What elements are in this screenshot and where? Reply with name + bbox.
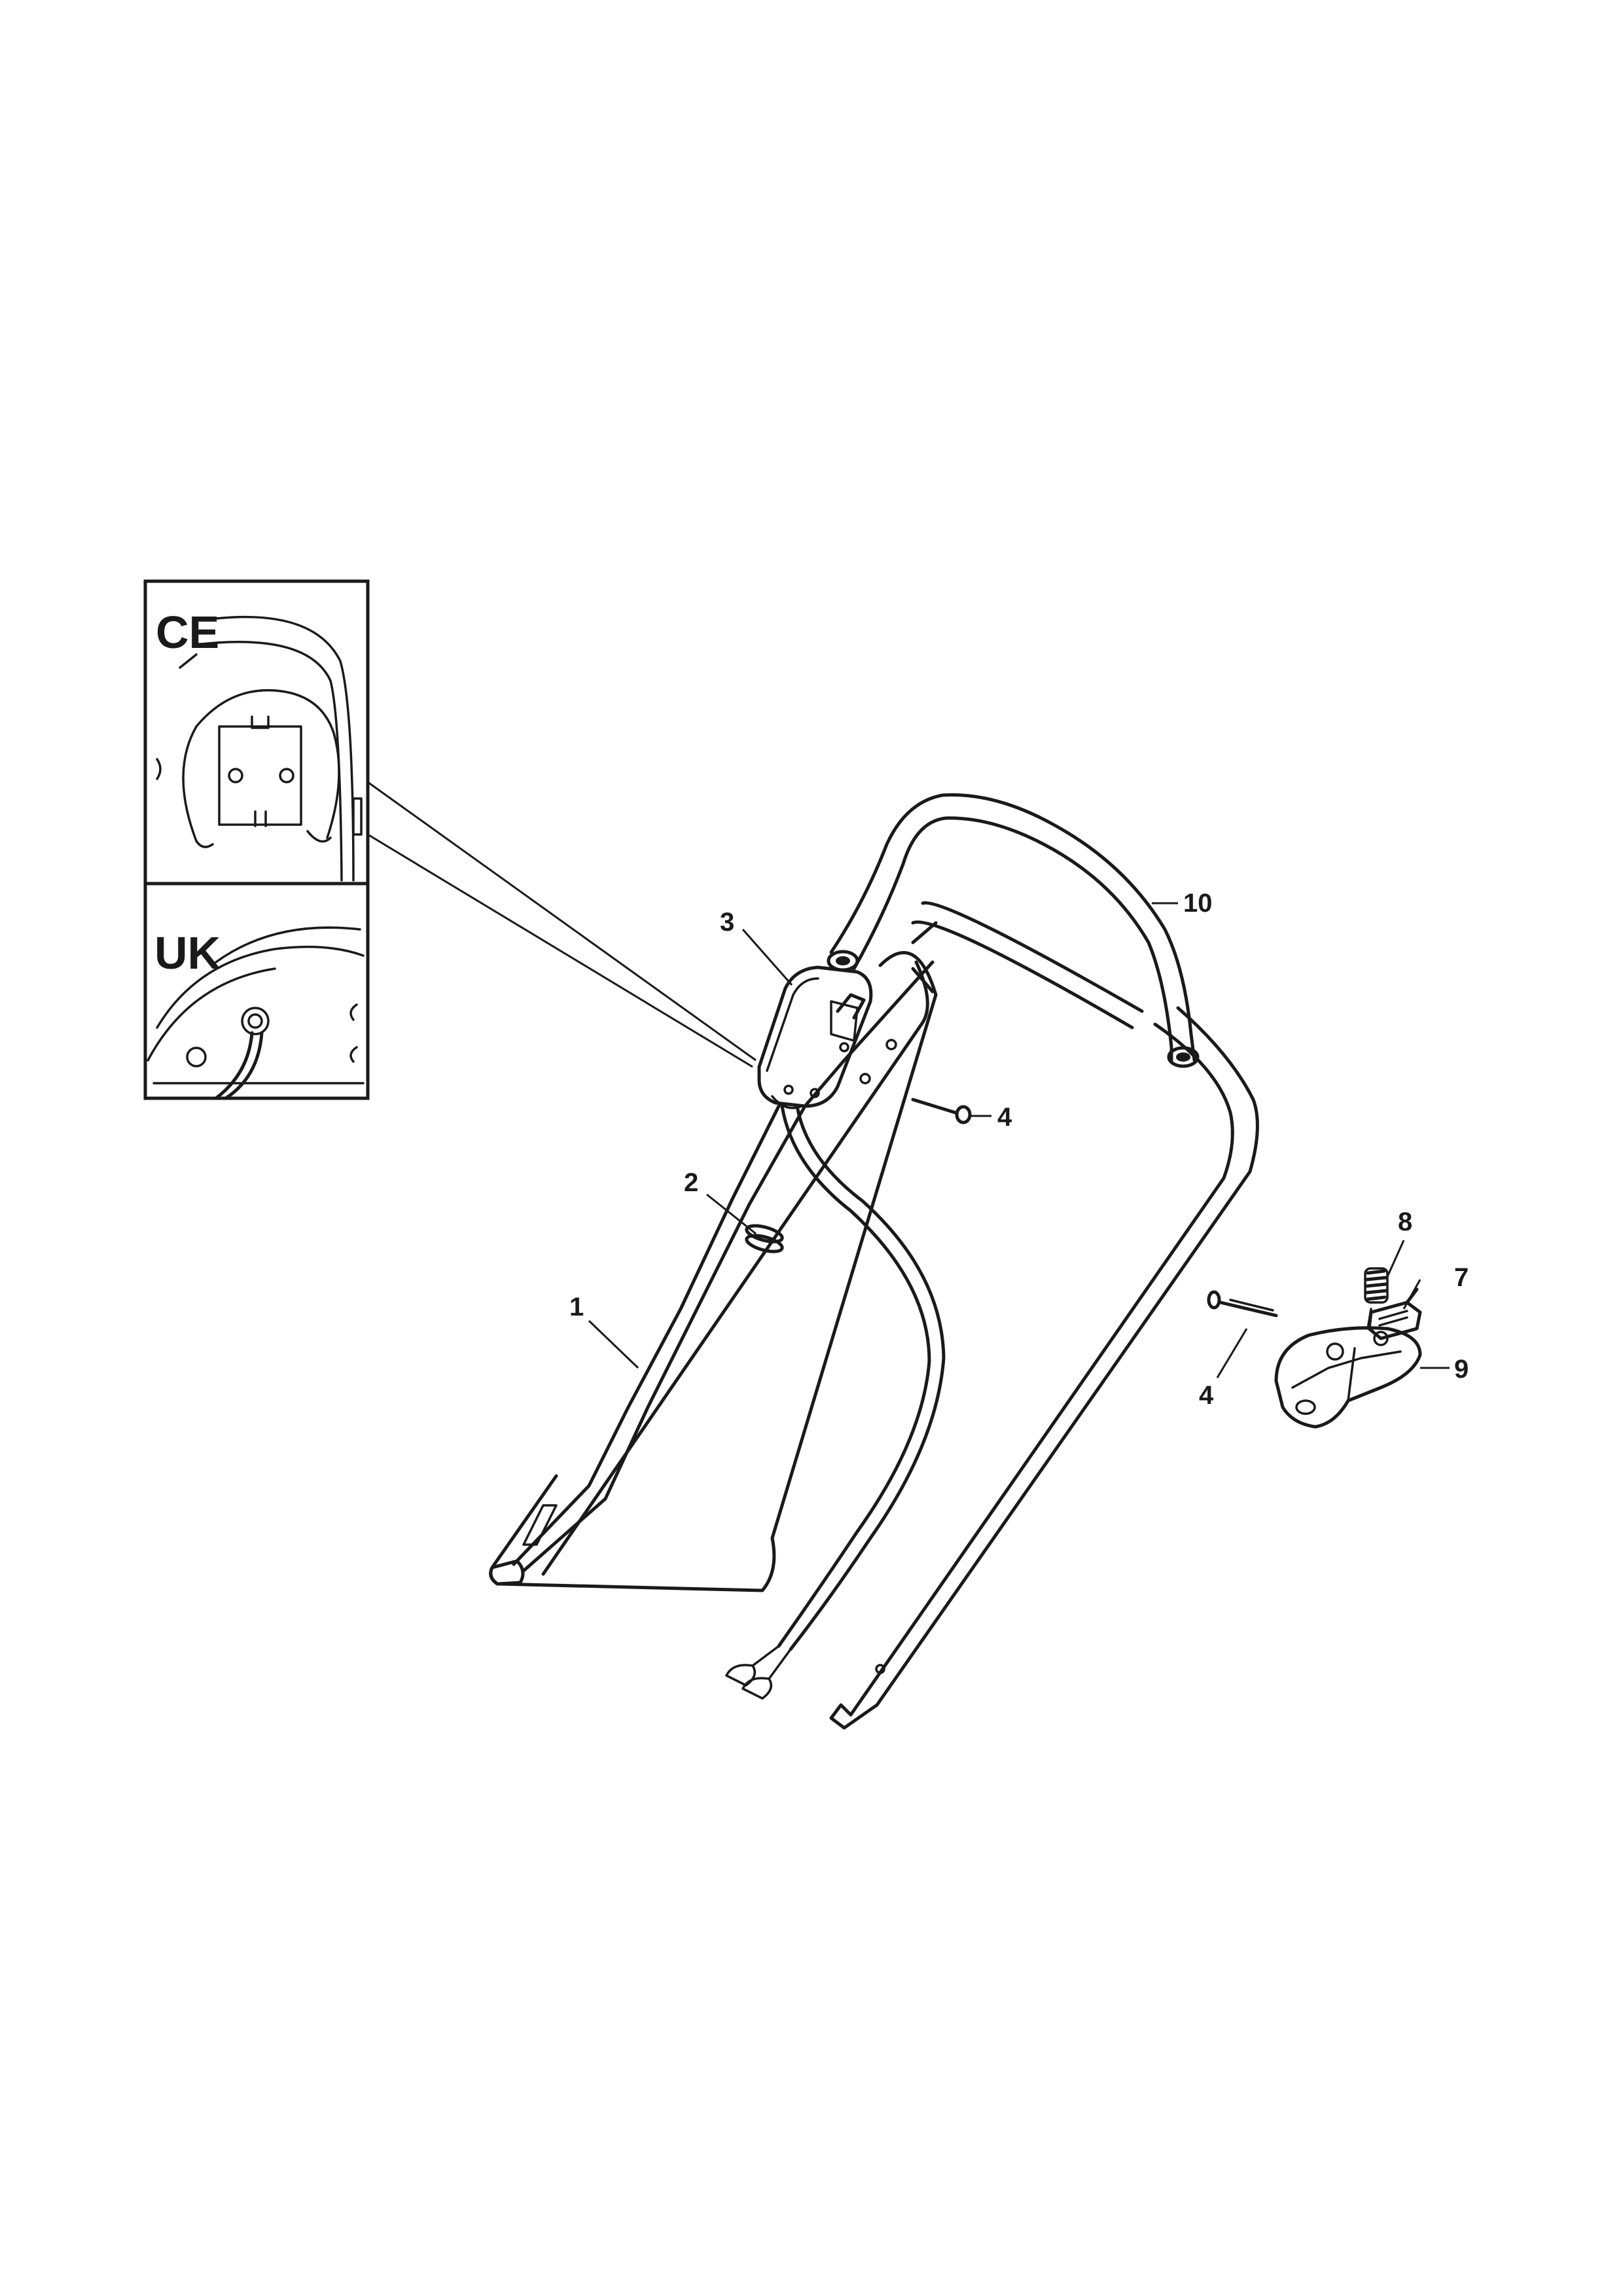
- callout-3: 3: [720, 908, 734, 937]
- ce-label: CE: [156, 607, 219, 658]
- right-handle-tube: [829, 901, 1259, 1730]
- ce-socket-detail: [156, 615, 363, 882]
- callout-10: 10: [1183, 889, 1213, 918]
- callout-4-upper: 4: [997, 1103, 1012, 1132]
- inset-frame: [143, 579, 370, 1100]
- screw-upper: [911, 1098, 972, 1124]
- uk-plug-detail: [147, 926, 365, 1100]
- upper-handle-loop: [827, 793, 1200, 1068]
- screw-lower: [1207, 1290, 1278, 1318]
- spring: [1364, 1267, 1389, 1304]
- callout-4-lower: 4: [1199, 1381, 1214, 1410]
- callout-8: 8: [1398, 1208, 1412, 1236]
- callout-1: 1: [569, 1293, 584, 1321]
- cable-clip: [745, 1224, 784, 1253]
- uk-label: UK: [154, 927, 221, 978]
- lower-handle-tube: [489, 921, 938, 1592]
- detail-insets: CE UK: [143, 579, 370, 1100]
- power-cable: [725, 1104, 946, 1700]
- inset-projection-lines: [367, 781, 757, 1068]
- callout-leaders: [588, 902, 1450, 1378]
- callout-9: 9: [1454, 1355, 1469, 1384]
- callout-2: 2: [684, 1168, 698, 1197]
- switch-box: [757, 965, 873, 1109]
- callout-7: 7: [1454, 1263, 1469, 1292]
- hinge-bracket: [1274, 1308, 1422, 1429]
